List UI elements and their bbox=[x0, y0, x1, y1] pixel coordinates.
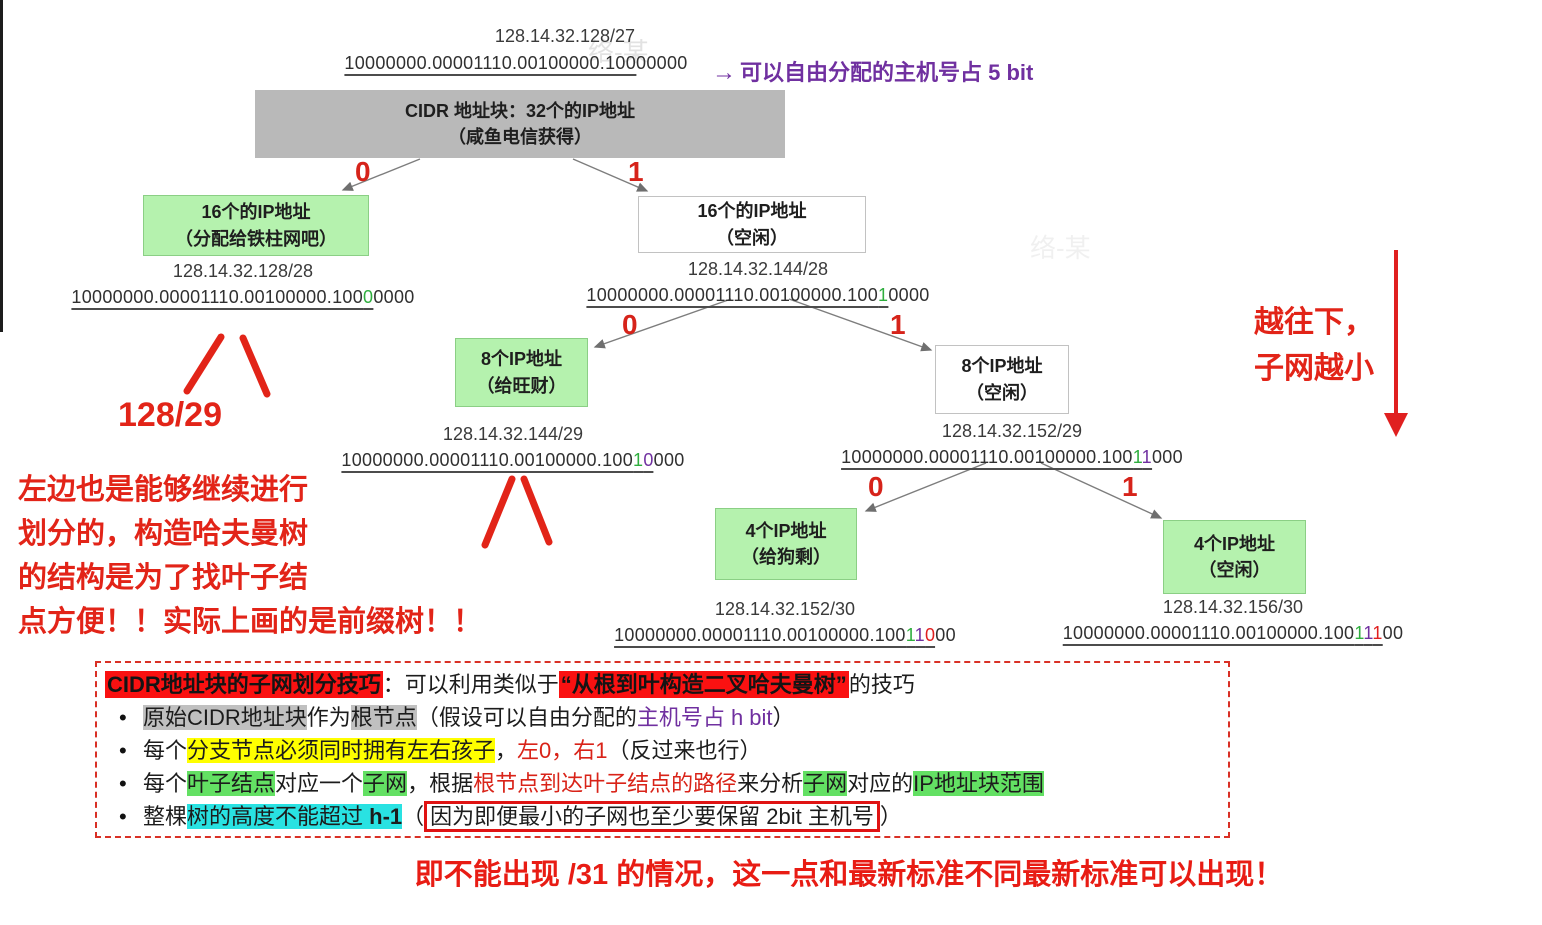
annotation-line: 子网越小 bbox=[1254, 352, 1374, 385]
watermark: 络-某 bbox=[588, 37, 649, 67]
edge-l2r-left bbox=[864, 462, 987, 512]
binary-label: 10000000.00001110.00100000.10011000 bbox=[841, 447, 1183, 470]
cidr-label: 128.14.32.152/29 bbox=[941, 421, 1083, 441]
node-subtitle: （分配给铁柱网吧） bbox=[175, 228, 337, 249]
cidr-label: 128.14.32.156/30 bbox=[1162, 597, 1304, 617]
annotation-line: 划分的，构造哈夫曼树 bbox=[18, 518, 309, 550]
red-slash-left-a bbox=[183, 333, 225, 395]
bullet-icon: • bbox=[119, 738, 127, 763]
node-root-title: CIDR 地址块：32个的IP地址 bbox=[404, 100, 636, 121]
binary-label: 10000000.00001110.00100000.10000000 bbox=[71, 287, 414, 310]
annotation-left-paragraph: 左边也是能够继续进行 划分的，构造哈夫曼树 的结构是为了找叶子结 点方便！！实际… bbox=[18, 468, 482, 644]
annotation-line: 点方便！！实际上画的是前缀树！！ bbox=[18, 606, 483, 638]
notes-item: • 原始CIDR地址块作为根节点（假设可以自由分配的主机号占 h bit） bbox=[105, 701, 1220, 734]
binary-label: 10000000.00001110.00100000.10010000 bbox=[341, 450, 684, 473]
red-slash-left-b bbox=[239, 334, 271, 398]
host-bits-note: →可以自由分配的主机号占 5 bit bbox=[712, 55, 1033, 87]
edge-label-l3-left: 0 bbox=[868, 471, 884, 502]
node-title: 8个IP地址 bbox=[961, 356, 1043, 377]
edge-label-root-left: 0 bbox=[355, 156, 371, 187]
annotation-line: 左边也是能够继续进行 bbox=[18, 474, 309, 506]
notes-title: CIDR地址块的子网划分技巧：可以利用类似于“从根到叶构造二叉哈夫曼树”的技巧 bbox=[105, 671, 915, 698]
root-cidr-label: 128.14.32.128/27 bbox=[494, 26, 636, 46]
root-binary: 10000000.00001110.00100000.10000000 bbox=[344, 53, 687, 76]
annotation-line: 越往下， bbox=[1254, 306, 1374, 339]
annotation-128-29: 128/29 bbox=[118, 396, 222, 434]
red-slash-mid-b bbox=[520, 475, 553, 546]
bullet-icon: • bbox=[119, 804, 127, 829]
cidr-label: 128.14.32.128/28 bbox=[172, 261, 314, 281]
bullet-icon: • bbox=[119, 771, 127, 796]
node-subtitle: （空闲） bbox=[966, 382, 1038, 403]
binary-label: 10000000.00001110.00100000.10011100 bbox=[1062, 623, 1404, 646]
annotation-line: 的结构是为了找叶子结 bbox=[18, 562, 309, 594]
notes-item-text: 每个叶子结点对应一个子网，根据根节点到达叶子结点的路径来分析子网对应的IP地址块… bbox=[143, 771, 1044, 796]
notes-item: • 整棵树的高度不能超过 h-1（因为即便最小的子网也至少要保留 2bit 主机号… bbox=[105, 800, 1220, 833]
notes-item-text: 每个分支节点必须同时拥有左右孩子，左0，右1（反过来也行） bbox=[143, 738, 762, 763]
node-root: CIDR 地址块：32个的IP地址 （咸鱼电信获得） bbox=[255, 90, 785, 158]
red-down-arrow bbox=[1384, 250, 1408, 437]
host-bits-note-text: 可以自由分配的主机号占 5 bit bbox=[740, 60, 1034, 85]
edge-label-l3-right: 1 bbox=[1122, 471, 1138, 502]
annotation-smaller-subnets: 越往下， 子网越小 bbox=[1254, 300, 1374, 392]
notes-item: • 每个分支节点必须同时拥有左右孩子，左0，右1（反过来也行） bbox=[105, 734, 1220, 767]
cidr-label: 128.14.32.144/29 bbox=[442, 424, 584, 444]
node-16-free: 16个的IP地址 （空闲） bbox=[638, 196, 866, 253]
node-4-allocated: 4个IP地址 （给狗剩） bbox=[715, 508, 857, 580]
video-frame-edge bbox=[0, 0, 3, 332]
cidr-label: 128.14.32.144/28 bbox=[687, 259, 829, 279]
edge-l2r-right bbox=[1040, 462, 1163, 519]
node-16-allocated: 16个的IP地址 （分配给铁柱网吧） bbox=[143, 195, 369, 256]
bullet-icon: • bbox=[119, 705, 127, 730]
notes-item-text: 原始CIDR地址块作为根节点（假设可以自由分配的主机号占 h bit） bbox=[143, 705, 795, 730]
node-title: 8个IP地址 bbox=[480, 349, 563, 370]
node-subtitle: （空闲） bbox=[716, 227, 788, 248]
cidr-label: 128.14.32.152/30 bbox=[714, 599, 856, 619]
node-root-subtitle: （咸鱼电信获得） bbox=[448, 127, 592, 147]
notes-item: • 每个叶子结点对应一个子网，根据根节点到达叶子结点的路径来分析子网对应的IP地址… bbox=[105, 767, 1220, 800]
node-title: 4个IP地址 bbox=[1193, 533, 1276, 554]
edge-label-l2-left: 0 bbox=[622, 309, 638, 340]
notes-item-text: 整棵树的高度不能超过 h-1（因为即便最小的子网也至少要保留 2bit 主机号） bbox=[143, 801, 902, 832]
binary-label: 10000000.00001110.00100000.10010000 bbox=[586, 285, 929, 308]
edge-label-l2-right: 1 bbox=[890, 309, 906, 340]
annotation-bottom-warning: 即不能出现 /31 的情况，这一点和最新标准不同最新标准可以出现！ bbox=[414, 859, 1284, 891]
node-title: 4个IP地址 bbox=[745, 520, 827, 541]
edge-label-root-right: 1 bbox=[628, 156, 644, 187]
binary-label: 10000000.00001110.00100000.10011000 bbox=[614, 625, 956, 648]
notes-box: CIDR地址块的子网划分技巧：可以利用类似于“从根到叶构造二叉哈夫曼树”的技巧 … bbox=[95, 661, 1230, 838]
node-title: 16个的IP地址 bbox=[201, 202, 311, 223]
watermark: 络-某 bbox=[1030, 233, 1091, 263]
node-subtitle: （空闲） bbox=[1198, 560, 1271, 580]
node-8-allocated: 8个IP地址 （给旺财） bbox=[455, 338, 588, 407]
right-arrow-icon: → bbox=[712, 59, 736, 86]
node-4-free: 4个IP地址 （空闲） bbox=[1163, 520, 1306, 594]
node-subtitle: （给狗剩） bbox=[741, 547, 831, 567]
node-8-free: 8个IP地址 （空闲） bbox=[935, 345, 1069, 414]
red-slash-mid-a bbox=[481, 475, 516, 549]
node-subtitle: （给旺财） bbox=[476, 375, 567, 396]
node-title: 16个的IP地址 bbox=[697, 201, 807, 222]
